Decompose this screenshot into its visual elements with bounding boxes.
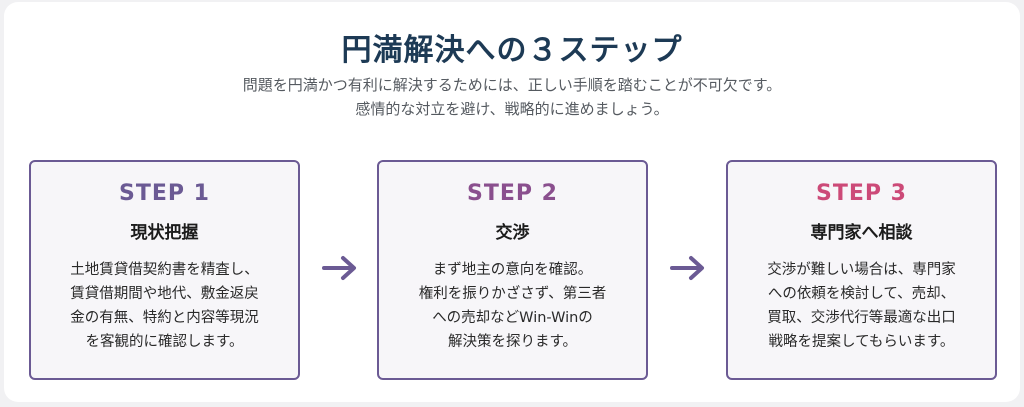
step-label: STEP 2 bbox=[467, 181, 558, 206]
step-description-line: まず地主の意向を確認。 bbox=[432, 262, 593, 278]
subtitle-line-1: 問題を円満かつ有利に解決するためには、正しい手順を踏むことが不可欠です。 bbox=[242, 76, 782, 94]
step-heading: 交渉 bbox=[495, 223, 530, 243]
step-description-line: 金の有無、特約と内容等現況 bbox=[70, 310, 259, 326]
step-description-line: への依頼を検討して、売却、 bbox=[767, 286, 956, 302]
step-description: 土地賃貸借契約書を精査し、 賃貸借期間や地代、敷金返戻 金の有無、特約と内容等現… bbox=[49, 258, 281, 354]
step-heading: 現状把握 bbox=[130, 223, 199, 243]
step-description: 交渉が難しい場合は、専門家 への依頼を検討して、売却、 買取、交渉代行等最適な出… bbox=[746, 258, 978, 354]
step-description-line: 権利を振りかざさず、第三者 bbox=[418, 286, 607, 302]
step-description-line: 交渉が難しい場合は、専門家 bbox=[767, 262, 956, 278]
page-title: 円満解決への３ステップ bbox=[341, 33, 683, 68]
step-label: STEP 3 bbox=[816, 181, 907, 206]
step-description-line: 解決策を探ります。 bbox=[447, 334, 578, 350]
step-description-line: 土地賃貸借契約書を精査し、 bbox=[70, 262, 259, 278]
subtitle-line-2: 感情的な対立を避け、戦略的に進めましょう。 bbox=[355, 100, 669, 118]
step-label: STEP 1 bbox=[119, 181, 210, 206]
step-heading: 専門家へ相談 bbox=[810, 223, 913, 243]
step-description-line: 買取、交渉代行等最適な出口 bbox=[767, 310, 956, 326]
step-card-2: STEP 2 交渉 まず地主の意向を確認。 権利を振りかざさず、第三者 への売却… bbox=[377, 160, 648, 380]
step-card-1: STEP 1 現状把握 土地賃貸借契約書を精査し、 賃貸借期間や地代、敷金返戻 … bbox=[29, 160, 300, 380]
step-card-3: STEP 3 専門家へ相談 交渉が難しい場合は、専門家 への依頼を検討して、売却… bbox=[726, 160, 997, 380]
step-description-line: を客観的に確認します。 bbox=[85, 334, 244, 350]
step-description-line: 戦略を提案してもらいます。 bbox=[768, 334, 955, 350]
step-description: まず地主の意向を確認。 権利を振りかざさず、第三者 への売却などWin-Winの… bbox=[397, 258, 629, 354]
step-description-line: への売却などWin-Winの bbox=[432, 310, 593, 326]
step-description-line: 賃貸借期間や地代、敷金返戻 bbox=[70, 286, 259, 302]
right-arrow-icon bbox=[670, 256, 704, 280]
page-subtitle: 問題を円満かつ有利に解決するためには、正しい手順を踏むことが不可欠です。 感情的… bbox=[0, 73, 1024, 121]
right-arrow-icon bbox=[322, 256, 356, 280]
